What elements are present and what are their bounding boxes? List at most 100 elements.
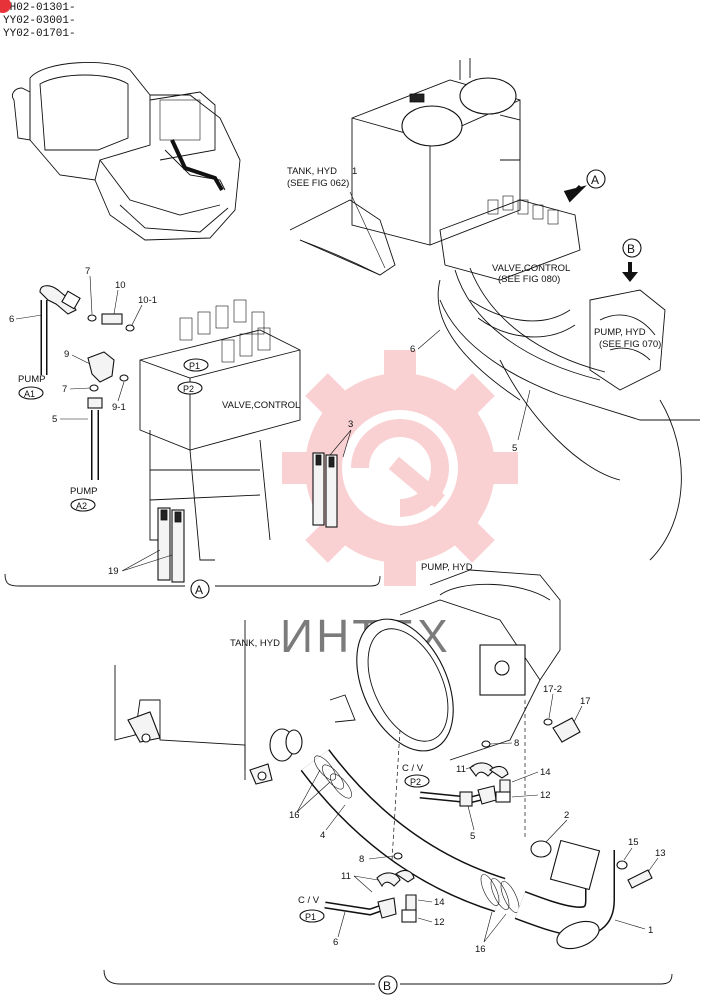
leader-7b bbox=[69, 387, 91, 390]
leader-17 bbox=[573, 705, 583, 723]
pump-hyd-ref-label: PUMP, HYD bbox=[594, 327, 646, 338]
tank-hyd-ref-label: TANK, HYD bbox=[287, 166, 337, 177]
part-9: 9 bbox=[64, 349, 69, 360]
leader-10-1 bbox=[131, 304, 143, 326]
leader-19 bbox=[121, 549, 173, 572]
part-8-a: 8 bbox=[514, 738, 519, 749]
callout-a-top-letter: A bbox=[591, 173, 599, 187]
callout-b-bottom: B bbox=[378, 975, 398, 995]
leader-15 bbox=[623, 847, 633, 861]
part-6-top: 6 bbox=[410, 344, 415, 355]
pump-hyd-b-label: PUMP, HYD bbox=[421, 562, 473, 573]
view-a-detail bbox=[39, 285, 338, 583]
serial-1: YH02-01301- bbox=[3, 2, 76, 14]
valve-control-ref-label: VALVE,CONTROL bbox=[492, 263, 570, 274]
part-14-b: 14 bbox=[434, 897, 445, 908]
leader-8b bbox=[368, 855, 394, 860]
pump-hyd-ref-fig: (SEE FIG 070) bbox=[599, 339, 661, 350]
part-13: 13 bbox=[655, 848, 666, 859]
part-15: 15 bbox=[628, 837, 639, 848]
leader-10 bbox=[113, 289, 119, 315]
part-2: 2 bbox=[564, 810, 569, 821]
leader-11a bbox=[465, 765, 475, 770]
part-4: 4 bbox=[320, 830, 325, 841]
leader-8a bbox=[489, 742, 513, 745]
port-p2-b-text: P2 bbox=[410, 777, 421, 787]
port-a1-text: A1 bbox=[24, 389, 35, 399]
port-p2-b-tag: P2 bbox=[404, 774, 430, 788]
serial-3: YY02-01701- bbox=[3, 28, 76, 40]
leader-6c bbox=[337, 911, 346, 938]
port-p1-text: P1 bbox=[189, 361, 200, 371]
part-17: 17 bbox=[580, 696, 591, 707]
leader-5-top bbox=[517, 389, 531, 441]
tank-hyd-ref-fig: (SEE FIG 062) bbox=[287, 178, 349, 189]
part-16-b: 16 bbox=[475, 944, 486, 955]
port-p1-tag: P1 bbox=[183, 358, 209, 372]
tank-hyd-b-label: TANK, HYD bbox=[230, 638, 280, 649]
port-a1-tag: A1 bbox=[18, 386, 44, 400]
port-a2-tag: A2 bbox=[70, 498, 96, 512]
leader-4 bbox=[325, 804, 346, 831]
part-11-b: 11 bbox=[341, 871, 351, 882]
port-p2-text: P2 bbox=[183, 384, 194, 394]
part-6-a: 6 bbox=[9, 314, 14, 325]
perspective-view bbox=[289, 58, 700, 561]
leader-13 bbox=[647, 857, 659, 873]
leader-12b bbox=[417, 917, 433, 923]
leader-3 bbox=[329, 429, 352, 458]
tank-hyd-ref-tick: 1 bbox=[352, 166, 357, 177]
callout-a-bottom-letter: A bbox=[195, 583, 203, 597]
cv-label-1: C / V bbox=[402, 763, 424, 774]
part-10: 10 bbox=[115, 280, 126, 291]
port-a2-text: A2 bbox=[76, 501, 87, 511]
serial-list: YH02-01301- YY02-03001- YY02-01701- bbox=[3, 2, 76, 41]
part-6-c: 6 bbox=[333, 937, 338, 948]
part-19: 19 bbox=[108, 566, 119, 577]
part-1: 1 bbox=[648, 925, 653, 936]
callout-a-bottom: A bbox=[190, 579, 210, 599]
view-a-bracket bbox=[4, 573, 381, 587]
part-10-1: 10-1 bbox=[138, 295, 157, 306]
port-p1-b-text: P1 bbox=[305, 912, 316, 922]
callout-a-top: A bbox=[563, 169, 606, 203]
part-16-a: 16 bbox=[289, 810, 300, 821]
pump-label-2: PUMP bbox=[70, 486, 97, 497]
leader-7a bbox=[89, 275, 93, 315]
callout-b-top-letter: B bbox=[627, 242, 635, 256]
part-12-a: 12 bbox=[540, 790, 551, 801]
part-7-a: 7 bbox=[85, 266, 90, 277]
leader-6-top bbox=[417, 329, 441, 350]
watermark-gear bbox=[282, 350, 518, 586]
cv-label-2: C / V bbox=[298, 895, 320, 906]
leader-11b bbox=[353, 875, 379, 893]
part-8-b: 8 bbox=[359, 854, 364, 865]
leader-1 bbox=[614, 919, 646, 930]
valve-control-label: VALVE,CONTROL bbox=[222, 400, 300, 411]
pump-label-1: PUMP bbox=[18, 374, 45, 385]
leader-9 bbox=[71, 354, 91, 365]
part-11-a: 11 bbox=[456, 764, 466, 775]
part-12-b: 12 bbox=[434, 917, 445, 928]
part-3: 3 bbox=[348, 419, 353, 430]
leader-14b bbox=[417, 899, 433, 903]
leader-9-1 bbox=[117, 381, 125, 402]
leader-5c bbox=[467, 805, 475, 831]
part-14-a: 14 bbox=[540, 767, 551, 778]
part-9-1: 9-1 bbox=[112, 402, 126, 413]
leader-12a bbox=[511, 794, 539, 798]
dashed-leader bbox=[391, 729, 401, 861]
leader-2 bbox=[545, 819, 568, 843]
callout-b-top: B bbox=[622, 238, 642, 282]
leader-16b bbox=[483, 911, 507, 943]
tank-ref-leader bbox=[349, 191, 386, 269]
corner-badge bbox=[0, 0, 11, 13]
part-5-top: 5 bbox=[512, 443, 517, 454]
serial-2: YY02-03001- bbox=[3, 15, 76, 27]
port-p2-tag: P2 bbox=[177, 381, 203, 395]
part-5-a: 5 bbox=[52, 414, 57, 425]
view-b-bracket bbox=[103, 969, 673, 985]
excavator-overview bbox=[11, 62, 241, 241]
